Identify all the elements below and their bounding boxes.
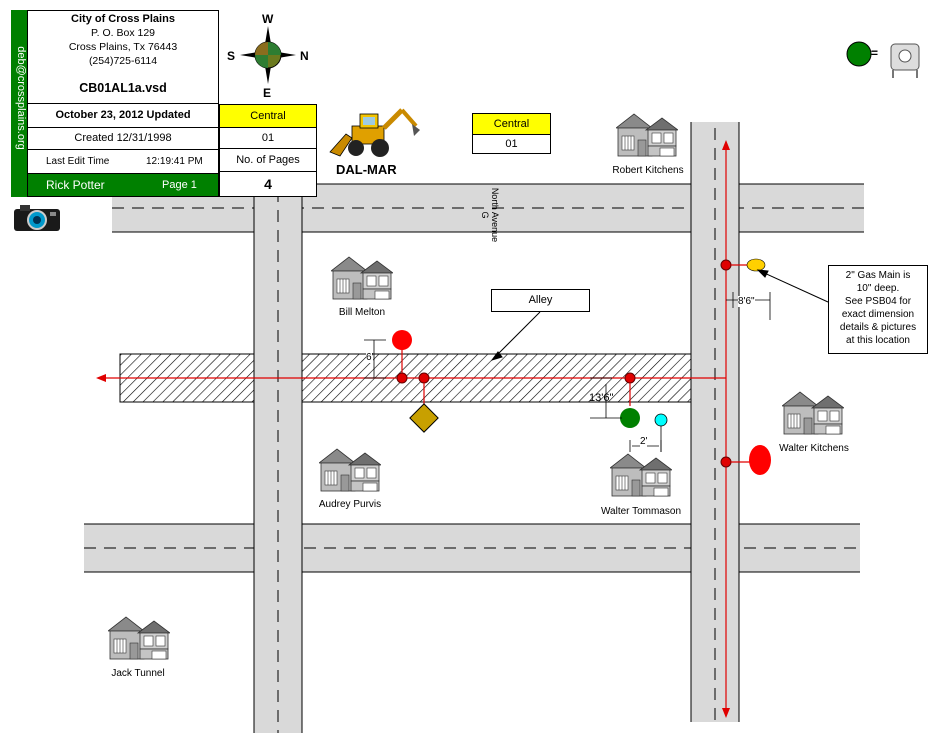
page-number: Page 1 bbox=[162, 179, 197, 191]
house-label-walter-tommason: Walter Tommason bbox=[600, 506, 682, 517]
address-line-2: Cross Plains, Tx 76443 bbox=[68, 41, 178, 53]
house-icon-bill-melton bbox=[331, 256, 393, 300]
dimension-8ft6: 8'6" bbox=[738, 296, 755, 307]
note-line-2: 10" deep. bbox=[856, 283, 900, 294]
title-block: deb@crossplains.org City of Cross Plains… bbox=[11, 10, 219, 197]
service-tap-walter-kitchens bbox=[720, 445, 771, 475]
pages-label: No. of Pages bbox=[219, 148, 317, 172]
email-label: deb@crossplains.org bbox=[15, 46, 27, 150]
service-tap-walter-tommason bbox=[620, 372, 668, 452]
legend-equals: = bbox=[871, 46, 879, 60]
service-tap-bill-melton bbox=[392, 330, 412, 384]
legend bbox=[846, 41, 920, 78]
road-lower bbox=[84, 523, 860, 573]
house-icon-walter-tommason bbox=[610, 453, 672, 497]
gas-meter-icon bbox=[890, 43, 920, 78]
phone: (254)725-6114 bbox=[88, 55, 158, 67]
backhoe-icon bbox=[329, 108, 420, 157]
updated-date: October 23, 2012 Updated bbox=[27, 104, 219, 128]
callout-leaders bbox=[490, 269, 829, 361]
house-label-walter-kitchens: Walter Kitchens bbox=[779, 443, 849, 454]
house-icon-walter-kitchens bbox=[782, 391, 844, 435]
note-line-4: exact dimension bbox=[841, 309, 915, 320]
gas-main-vertical bbox=[722, 140, 730, 718]
compass-rose: W E S N bbox=[226, 12, 310, 100]
gas-main-note: 2" Gas Main is 10" deep. See PSB04 for e… bbox=[828, 265, 928, 354]
camera-icon[interactable] bbox=[12, 203, 62, 233]
house-label-audrey-purvis: Audrey Purvis bbox=[318, 499, 382, 510]
house-icon-audrey-purvis bbox=[319, 448, 381, 492]
compass-north: N bbox=[300, 49, 309, 63]
compass-icon bbox=[240, 26, 296, 84]
email-strip: deb@crossplains.org bbox=[11, 10, 27, 197]
created-date: Created 12/31/1998 bbox=[27, 128, 219, 150]
dimension-6ft: 6' bbox=[366, 352, 374, 363]
last-edit-row: Last Edit Time 12:19:41 PM bbox=[27, 150, 219, 174]
compass-west: W bbox=[262, 12, 274, 26]
file-name: CB01AL1a.vsd bbox=[79, 81, 167, 95]
last-edit-label: Last Edit Time bbox=[46, 156, 110, 167]
house-icon-robert-kitchens bbox=[616, 113, 678, 157]
street-name: North Avenue G bbox=[480, 187, 500, 243]
org-info: City of Cross Plains P. O. Box 129 Cross… bbox=[27, 10, 219, 104]
note-line-5: details & pictures bbox=[839, 322, 917, 333]
house-label-jack-tunnel: Jack Tunnel bbox=[111, 668, 165, 679]
map-district-number: 01 bbox=[472, 134, 551, 154]
note-line-6: at this location bbox=[846, 335, 910, 346]
map-district-name: Central bbox=[472, 113, 551, 135]
house-label-bill-melton: Bill Melton bbox=[338, 307, 386, 318]
gas-line-alley bbox=[96, 374, 726, 382]
note-line-1: 2" Gas Main is bbox=[845, 270, 911, 281]
house-icon-jack-tunnel bbox=[108, 616, 170, 660]
house-label-robert-kitchens: Robert Kitchens bbox=[612, 165, 684, 176]
road-right-vertical bbox=[690, 122, 740, 722]
address-line-1: P. O. Box 129 bbox=[90, 27, 155, 39]
dimension-13ft6: 13'6" bbox=[589, 392, 614, 404]
compass-south: S bbox=[227, 49, 236, 63]
alley-callout: Alley bbox=[491, 289, 590, 312]
road-left-vertical bbox=[253, 184, 303, 733]
pages-count: 4 bbox=[219, 171, 317, 197]
last-edit-time: 12:19:41 PM bbox=[146, 156, 203, 167]
district-name: Central bbox=[219, 104, 317, 128]
compass-east: E bbox=[263, 86, 272, 100]
contractor-label: DAL-MAR bbox=[336, 162, 397, 177]
service-tap-main-north bbox=[720, 258, 766, 272]
dimension-marks bbox=[364, 292, 771, 452]
service-tap-alley-2 bbox=[409, 372, 439, 433]
author-name: Rick Potter bbox=[46, 178, 105, 192]
note-line-3: See PSB04 for bbox=[844, 296, 912, 307]
org-name: City of Cross Plains bbox=[71, 13, 175, 25]
author-row: Rick Potter Page 1 bbox=[27, 174, 219, 197]
district-number: 01 bbox=[219, 127, 317, 149]
dimension-2ft: 2' bbox=[640, 436, 648, 447]
